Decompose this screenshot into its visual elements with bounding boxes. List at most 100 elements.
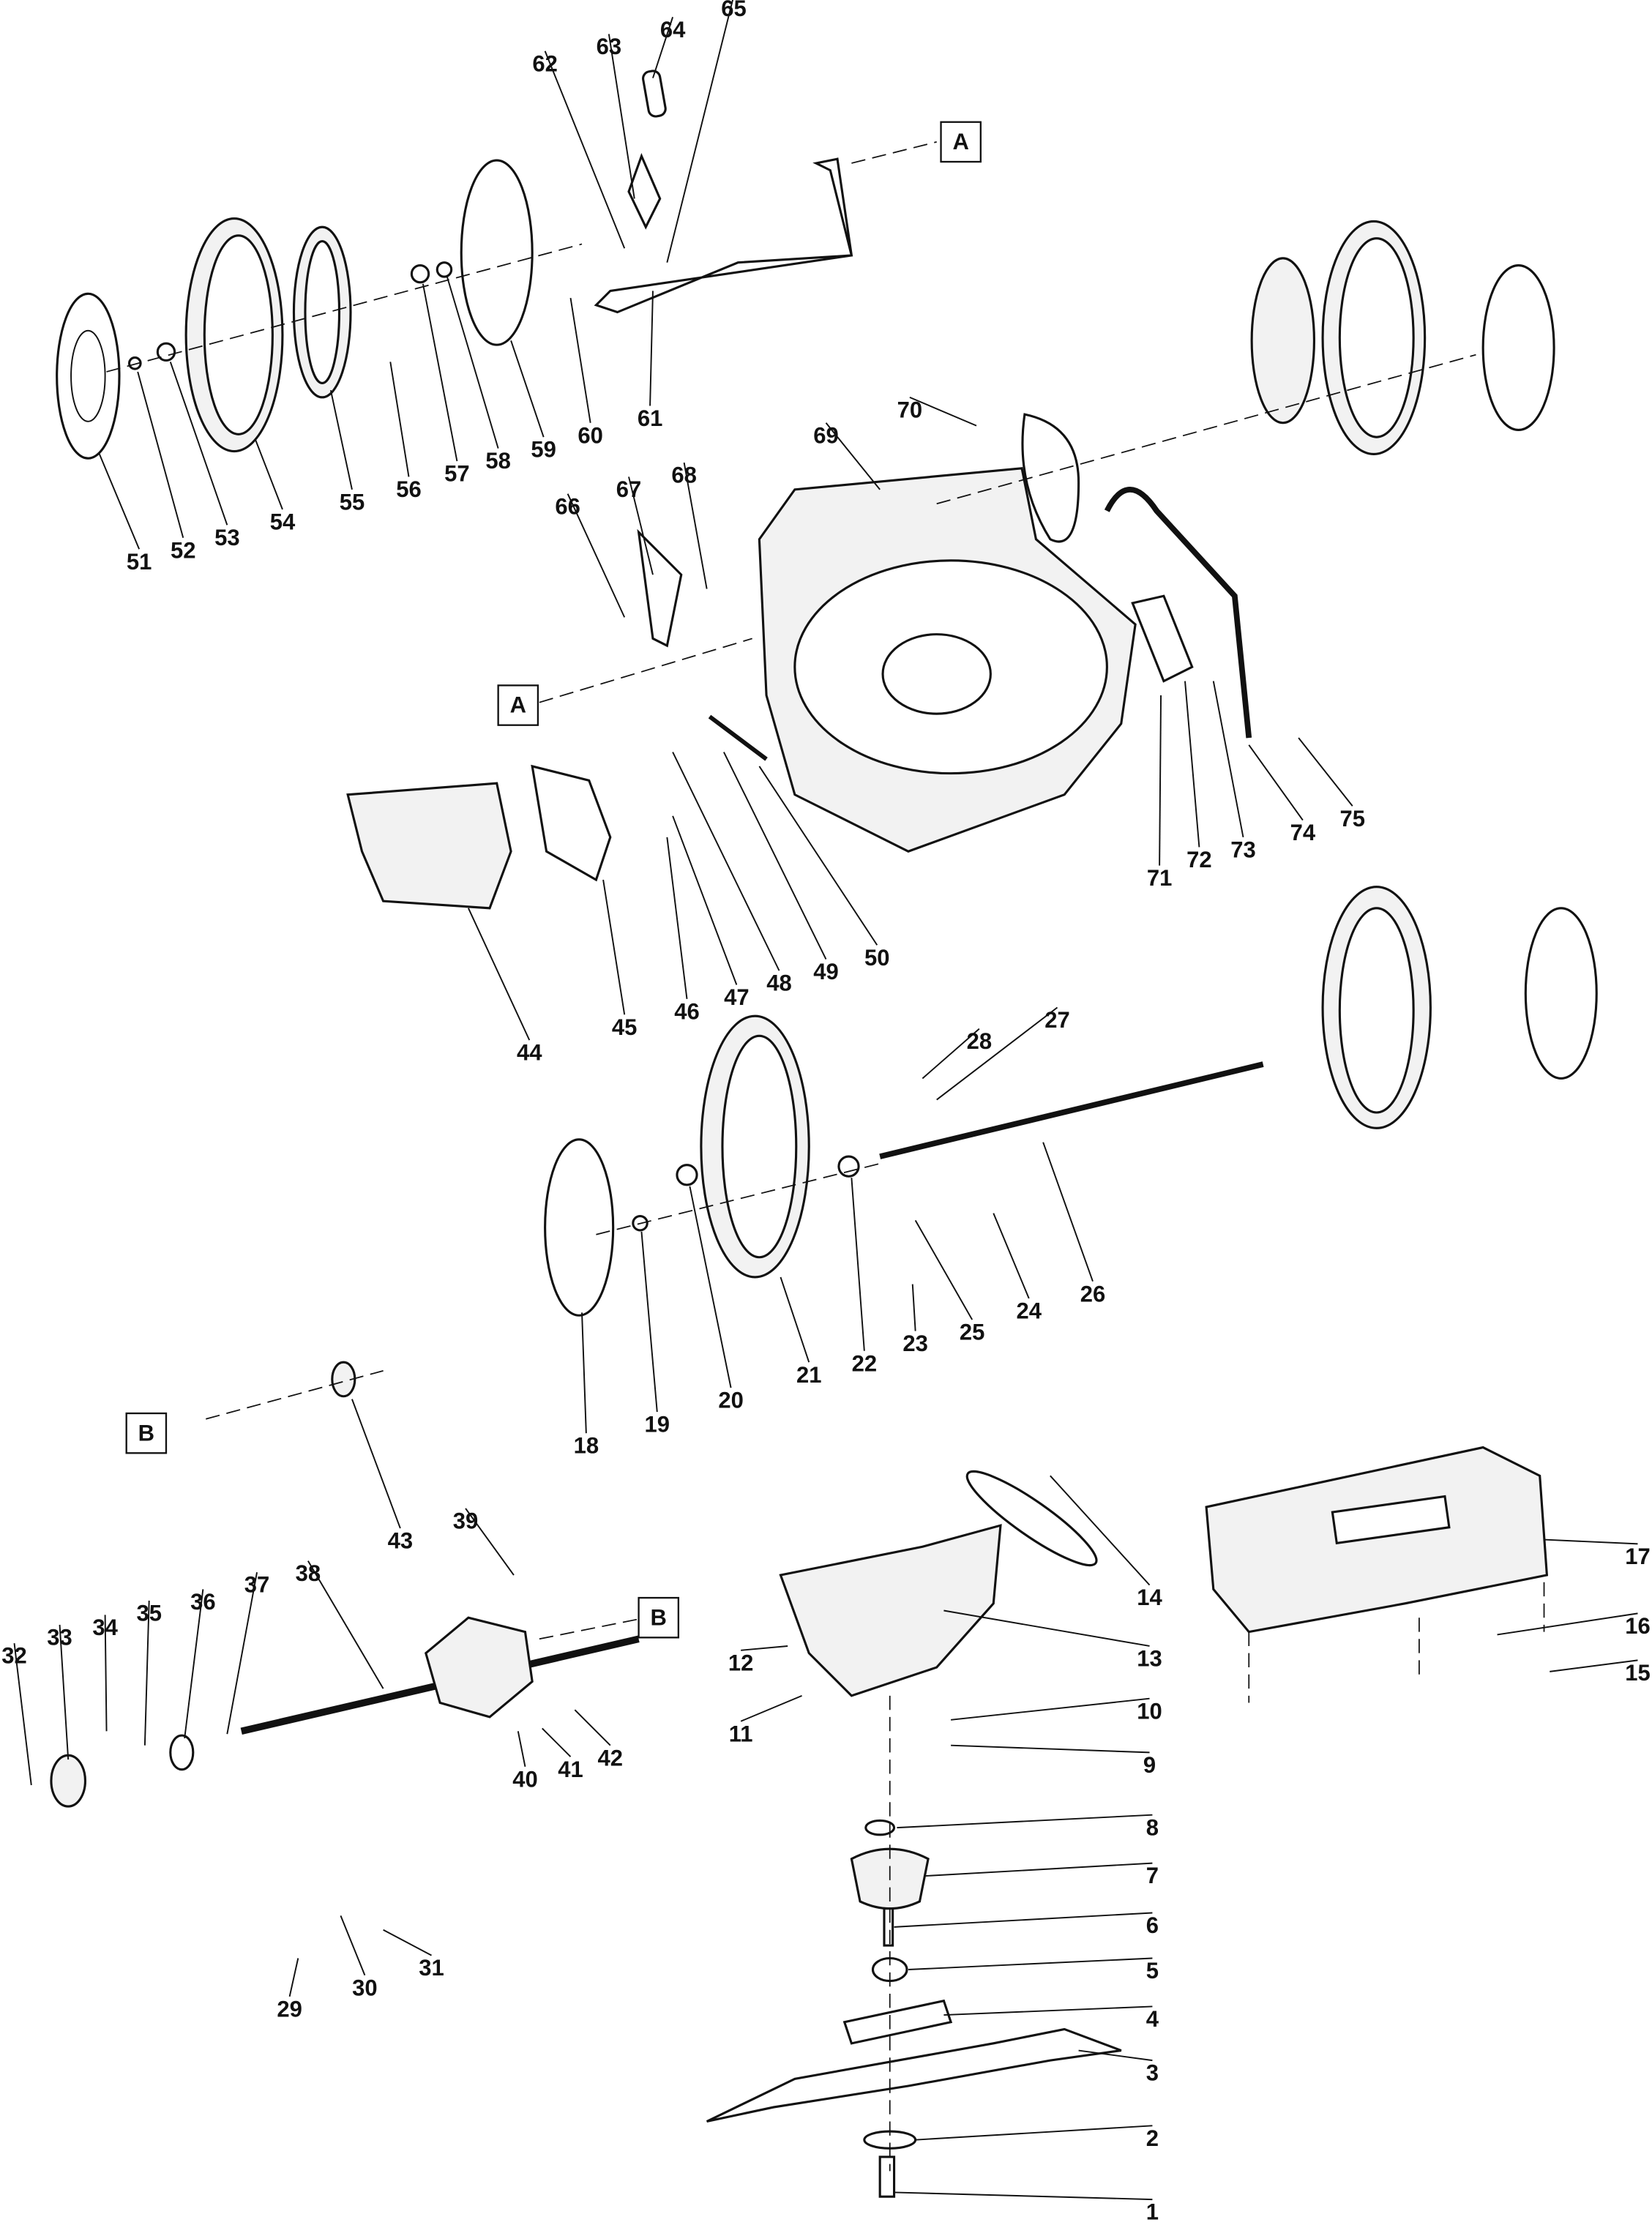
callout-57: 57	[444, 461, 470, 487]
callout-19: 19	[645, 1412, 670, 1437]
callout-56: 56	[396, 476, 422, 502]
leader-line-53	[169, 362, 228, 526]
callout-7: 7	[1146, 1863, 1159, 1888]
leader-line-32	[13, 1642, 32, 1786]
callout-55: 55	[340, 489, 365, 515]
washer-57	[410, 264, 430, 284]
callout-32: 32	[1, 1643, 27, 1669]
marker-b-gear: B	[638, 1596, 680, 1639]
callout-35: 35	[136, 1601, 162, 1626]
callout-27: 27	[1044, 1007, 1070, 1033]
callout-17: 17	[1625, 1544, 1650, 1569]
gear-33	[50, 1754, 87, 1808]
leader-line-35	[143, 1600, 150, 1746]
leader-line-14	[1050, 1475, 1151, 1586]
callout-44: 44	[517, 1040, 542, 1066]
hubcap-59	[460, 159, 534, 346]
leader-line-22	[851, 1178, 865, 1351]
callout-20: 20	[718, 1388, 744, 1413]
callout-3: 3	[1146, 2060, 1159, 2086]
callout-43: 43	[388, 1528, 414, 1554]
callout-61: 61	[638, 405, 663, 431]
belt-14	[965, 1470, 1098, 1567]
hubcap-18	[544, 1138, 615, 1317]
leader-line-72	[1184, 681, 1200, 848]
plate-72	[1131, 594, 1194, 683]
callout-67: 67	[616, 476, 642, 502]
leader-line-36	[184, 1589, 204, 1739]
leader-line-47	[672, 815, 738, 985]
callout-59: 59	[531, 437, 556, 463]
leader-line-45	[602, 879, 626, 1015]
leader-line-41	[542, 1727, 572, 1757]
callout-11: 11	[729, 1721, 753, 1746]
callout-46: 46	[674, 998, 700, 1024]
bearing-53	[156, 342, 176, 362]
leader-line-44	[468, 908, 531, 1041]
parts-layer	[50, 70, 1598, 2198]
marker-a-top: A	[940, 121, 982, 163]
rod-50	[708, 714, 768, 761]
callout-2: 2	[1146, 2125, 1159, 2151]
callout-1: 1	[1146, 2199, 1159, 2225]
leader-line-9	[951, 1744, 1150, 1754]
callout-42: 42	[598, 1745, 624, 1770]
callout-54: 54	[270, 509, 296, 535]
bearing-20	[676, 1164, 698, 1186]
leader-line-57	[422, 283, 458, 462]
spacer-22	[837, 1155, 860, 1178]
leader-line-38	[307, 1560, 384, 1689]
leader-line-70	[909, 396, 977, 427]
callout-45: 45	[612, 1014, 638, 1040]
callout-26: 26	[1080, 1281, 1106, 1306]
hubcap	[1481, 264, 1555, 431]
leader-line-26	[1042, 1142, 1094, 1282]
callout-13: 13	[1137, 1646, 1162, 1672]
callout-21: 21	[796, 1362, 822, 1388]
callout-63: 63	[597, 34, 622, 59]
leader-line-37	[226, 1571, 258, 1735]
callout-28: 28	[967, 1028, 993, 1054]
leader-line-59	[510, 340, 545, 438]
callout-4: 4	[1146, 2006, 1159, 2032]
callout-68: 68	[671, 463, 697, 488]
blade-housing	[779, 1524, 1002, 1697]
leader-line-25	[914, 1219, 973, 1320]
callout-48: 48	[766, 971, 792, 996]
leader-line-42	[574, 1709, 611, 1746]
marker-label: B	[138, 1420, 154, 1446]
rear-cover-17	[1205, 1446, 1549, 1634]
washer-8	[864, 1819, 896, 1836]
leader-line-11	[740, 1694, 802, 1722]
leader-line-39	[465, 1508, 515, 1576]
leader-line-4	[943, 2005, 1153, 2016]
callout-24: 24	[1016, 1298, 1042, 1324]
callout-37: 37	[244, 1572, 270, 1598]
callout-53: 53	[214, 525, 240, 550]
callout-8: 8	[1146, 1814, 1159, 1840]
callout-65: 65	[721, 0, 747, 21]
leader-line-43	[351, 1399, 401, 1529]
leader-line-55	[329, 389, 353, 490]
marker-b-left: B	[125, 1412, 168, 1454]
callout-75: 75	[1340, 806, 1366, 831]
leader-line-73	[1212, 681, 1244, 838]
callout-49: 49	[813, 959, 839, 984]
callout-9: 9	[1143, 1752, 1156, 1778]
leader-line-75	[1298, 737, 1353, 807]
gear-ring	[1250, 257, 1315, 425]
leader-line-48	[672, 752, 780, 971]
leader-line-74	[1248, 744, 1304, 821]
leader-line-8	[897, 1814, 1153, 1829]
callout-36: 36	[190, 1589, 216, 1615]
leader-line-6	[894, 1912, 1153, 1928]
leader-line-69	[825, 422, 881, 490]
bolt-1	[878, 2155, 896, 2198]
callout-62: 62	[532, 51, 558, 76]
lever-bar-61	[594, 157, 853, 314]
leader-line-60	[569, 297, 591, 423]
leader-line-68	[683, 462, 708, 589]
